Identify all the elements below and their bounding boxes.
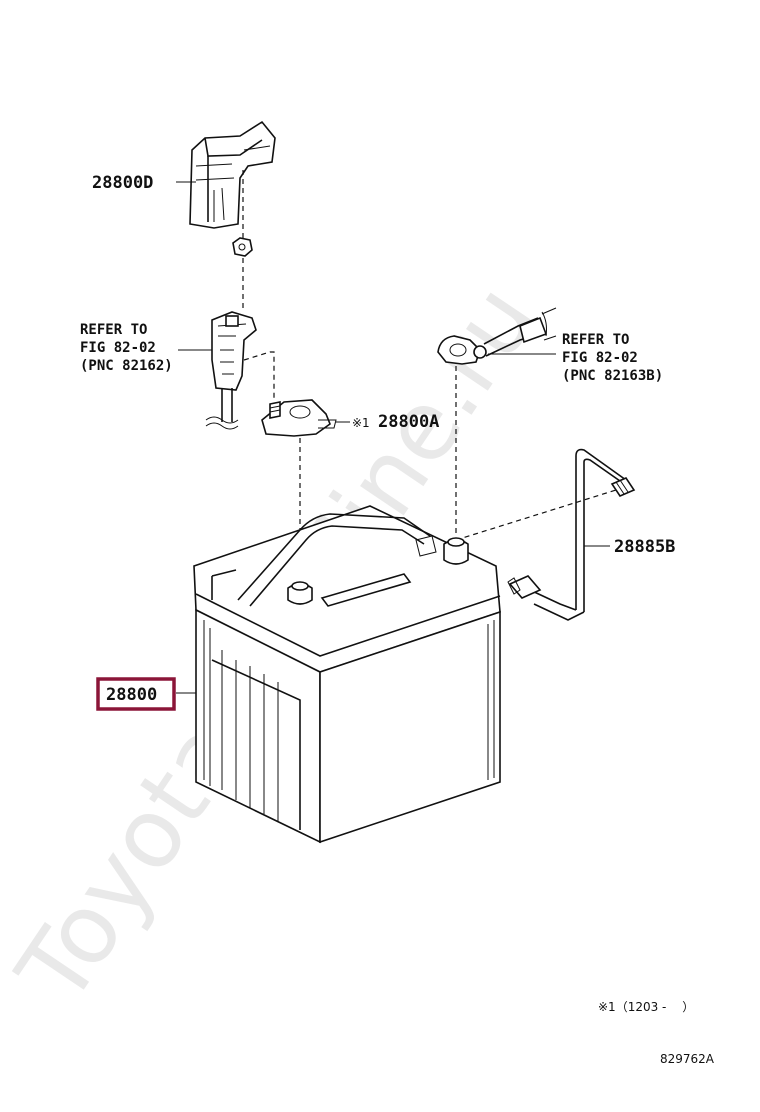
highlight-box <box>96 677 176 711</box>
refer-right-line2[interactable]: FIG 82-02 <box>562 350 638 366</box>
note-mark: ※1 <box>352 416 370 430</box>
refer-right-line1: REFER TO <box>562 332 629 348</box>
refer-left-line1: REFER TO <box>80 322 147 338</box>
negative-cable-drawing <box>437 307 557 365</box>
terminal-clamp-drawing <box>261 399 337 437</box>
positive-terminal-drawing <box>205 311 257 430</box>
part-label-28800D[interactable]: 28800D <box>92 173 153 193</box>
part-label-28800A[interactable]: 28800A <box>378 412 439 432</box>
refer-right-line3[interactable]: (PNC 82163B) <box>562 368 663 384</box>
terminal-cover-drawing <box>189 120 276 229</box>
footnote: ※1（1203 - ） <box>598 1000 694 1014</box>
figure-id: 829762A <box>660 1052 715 1066</box>
positive-post <box>287 581 313 605</box>
refer-left-line3[interactable]: (PNC 82162) <box>80 358 173 374</box>
battery-drawing <box>193 505 501 844</box>
part-label-28800[interactable]: 28800 <box>106 685 157 705</box>
breather-hose-drawing <box>507 448 636 621</box>
refer-left-line2[interactable]: FIG 82-02 <box>80 340 156 356</box>
part-label-28885B[interactable]: 28885B <box>614 537 675 557</box>
nut-drawing <box>232 237 253 257</box>
negative-post <box>443 537 469 565</box>
